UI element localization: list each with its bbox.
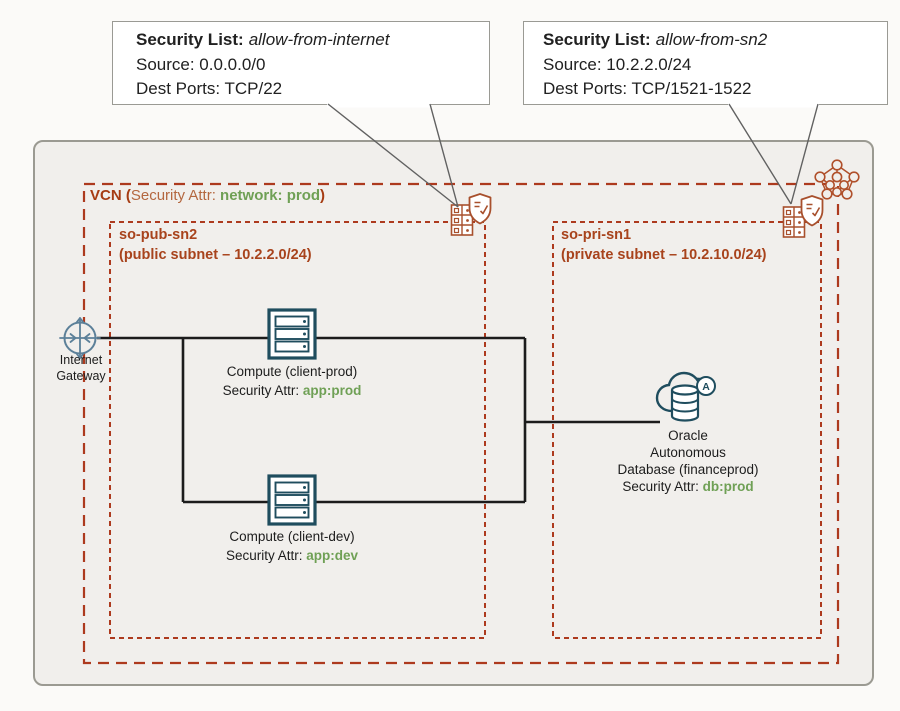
private-subnet-label: so-pri-sn1 (private subnet – 10.2.10.0/2… <box>561 226 767 265</box>
adb-attr: Security Attr: db:prod <box>588 478 788 495</box>
compute-prod-label: Compute (client-prod) Security Attr: app… <box>190 363 394 400</box>
callout-title-line: Security List:allow-from-sn2 <box>543 28 879 53</box>
svg-text:A: A <box>702 381 710 393</box>
callout-title-line: Security List:allow-from-internet <box>136 28 481 53</box>
vcn-label: VCN (Security Attr: network: prod) <box>90 187 325 204</box>
compute-prod-attr: Security Attr: app:prod <box>190 382 394 401</box>
callout-ports: Dest Ports: TCP/22 <box>136 79 283 98</box>
igw-label-line1: Internet <box>59 353 103 367</box>
callout-title: Security List: <box>543 30 651 49</box>
adb-label-line1: Oracle <box>668 428 708 443</box>
adb-label-line2: Autonomous <box>650 445 726 460</box>
vcn-attr-value: network: prod <box>220 187 321 204</box>
compute-dev-label: Compute (client-dev) Security Attr: app:… <box>190 528 394 565</box>
security-list-name: allow-from-internet <box>248 30 390 49</box>
vcn-network-icon <box>814 159 860 203</box>
callout-ports: Dest Ports: TCP/1521-1522 <box>543 79 752 98</box>
vcn-label-prefix: VCN ( <box>90 187 131 204</box>
vcn-label-suffix: ) <box>320 187 326 204</box>
compute-dev-attr: Security Attr: app:dev <box>190 547 394 566</box>
compute-dev-name: Compute (client-dev) <box>229 529 355 544</box>
subnet-cidr: (public subnet – 10.2.2.0/24) <box>119 246 312 263</box>
compute-prod-name: Compute (client-prod) <box>226 364 358 379</box>
attr-value: app:prod <box>302 382 362 398</box>
compute-server-icon-prod <box>267 308 317 360</box>
adb-label-line3: Database (financeprod) <box>617 462 759 477</box>
attr-label: Security Attr: <box>622 479 703 494</box>
autonomous-database-label: Oracle Autonomous Database (financeprod)… <box>588 427 788 495</box>
callout-security-list-sn2: Security List:allow-from-sn2 Source: 10.… <box>523 21 888 105</box>
igw-label-line2: Gateway <box>56 368 106 383</box>
subnet-cidr: (private subnet – 10.2.10.0/24) <box>561 246 767 263</box>
compute-server-icon-dev <box>267 474 317 526</box>
attr-label: Security Attr: <box>225 547 307 563</box>
subnet-name: so-pri-sn1 <box>561 227 632 243</box>
security-list-name: allow-from-sn2 <box>655 30 768 49</box>
attr-value: db:prod <box>702 479 754 494</box>
subnet-name: so-pub-sn2 <box>119 227 198 243</box>
callout-title: Security List: <box>136 30 244 49</box>
callout-source: Source: 0.0.0.0/0 <box>136 54 266 74</box>
attr-value: app:dev <box>306 547 359 563</box>
public-subnet-label: so-pub-sn2 (public subnet – 10.2.2.0/24) <box>119 226 312 265</box>
vcn-attr-label: Security Attr: <box>130 187 221 204</box>
security-list-shield-icon-pub <box>450 192 492 238</box>
callout-source: Source: 10.2.2.0/24 <box>543 54 692 74</box>
attr-label: Security Attr: <box>222 382 303 398</box>
autonomous-database-cloud-icon: A <box>652 370 724 428</box>
callout-security-list-internet: Security List:allow-from-internet Source… <box>112 21 490 105</box>
internet-gateway-label: Internet Gateway <box>37 353 125 384</box>
